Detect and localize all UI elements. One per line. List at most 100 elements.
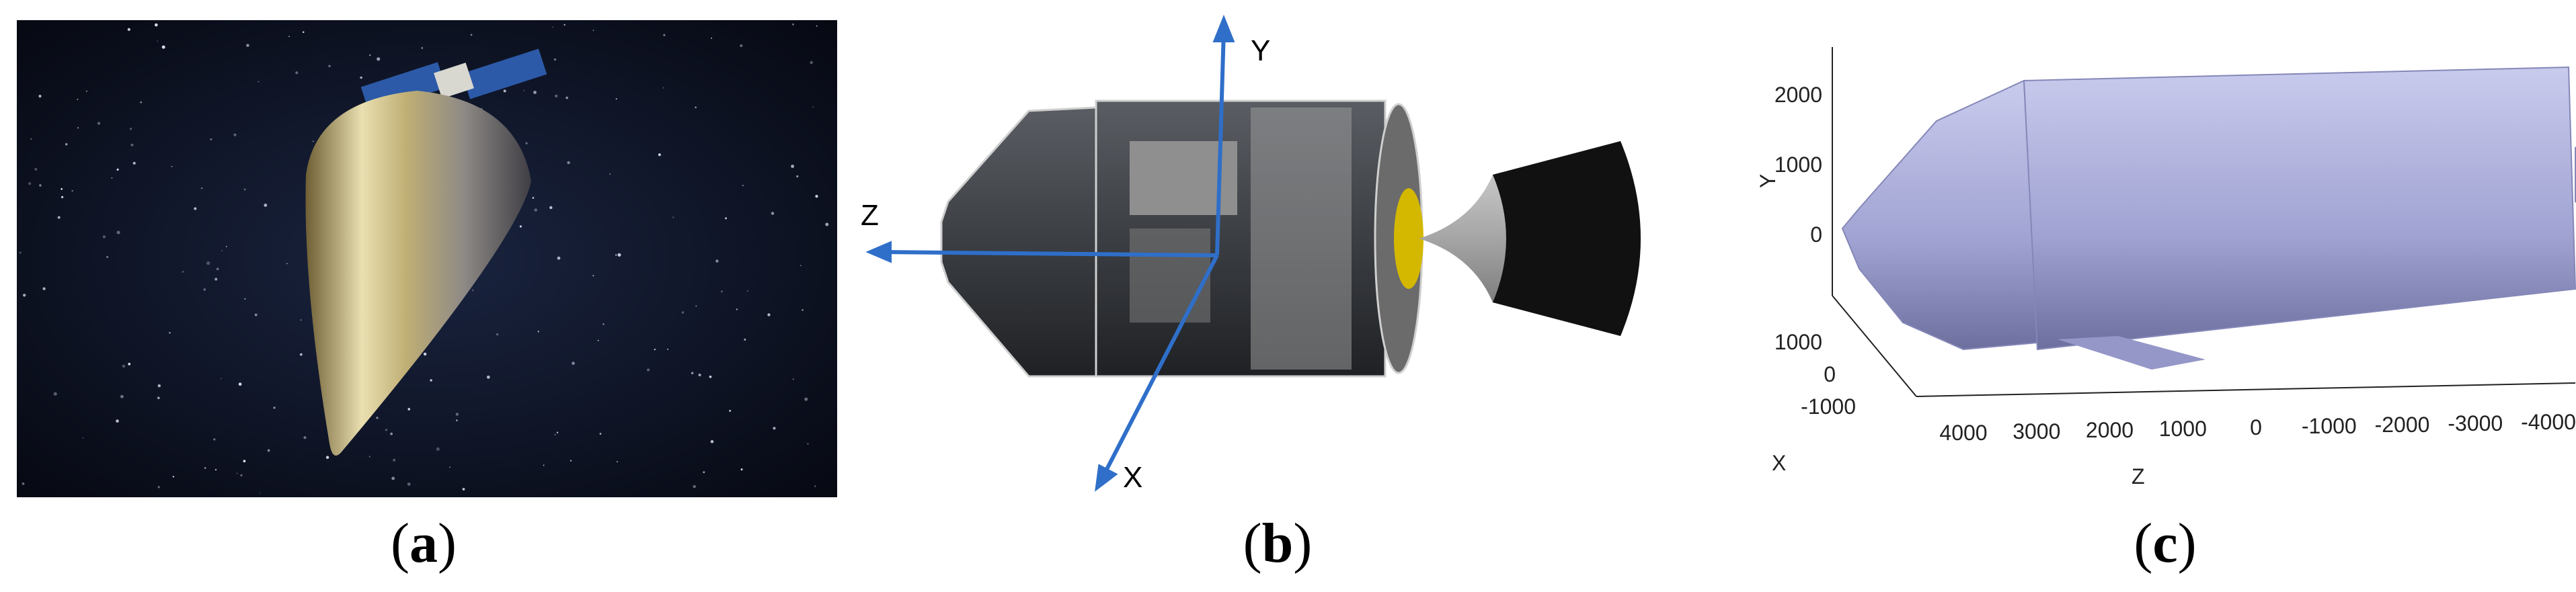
star bbox=[325, 456, 329, 459]
star bbox=[681, 311, 685, 314]
star bbox=[273, 407, 276, 409]
star bbox=[57, 216, 61, 219]
star bbox=[456, 419, 458, 421]
star bbox=[807, 443, 809, 445]
z-tick-label: 4000 bbox=[1939, 421, 1987, 445]
caption-b: (b) bbox=[1243, 512, 1313, 575]
star bbox=[537, 331, 539, 333]
star bbox=[22, 482, 25, 485]
z-axis-label: Z bbox=[2132, 464, 2145, 489]
star bbox=[77, 127, 79, 129]
star bbox=[97, 122, 101, 125]
y-tick-label: 1000 bbox=[1774, 153, 1822, 177]
star bbox=[328, 65, 331, 68]
star bbox=[565, 96, 568, 99]
panel-a: (a) bbox=[0, 0, 847, 592]
star bbox=[130, 143, 134, 146]
star bbox=[503, 89, 506, 93]
y-tick-label: 2000 bbox=[1774, 83, 1822, 107]
star bbox=[102, 235, 106, 239]
star bbox=[615, 254, 617, 256]
star bbox=[259, 493, 261, 494]
star bbox=[61, 196, 64, 198]
star bbox=[816, 25, 818, 27]
star bbox=[567, 161, 570, 165]
star bbox=[360, 76, 362, 79]
star bbox=[182, 271, 184, 273]
star bbox=[721, 290, 723, 293]
star bbox=[116, 230, 120, 235]
star bbox=[233, 133, 237, 136]
star bbox=[617, 461, 618, 463]
caption-c: (c) bbox=[2134, 512, 2197, 575]
star bbox=[23, 294, 26, 297]
star bbox=[203, 288, 206, 291]
star bbox=[116, 419, 119, 423]
star bbox=[194, 207, 197, 210]
star bbox=[525, 142, 528, 144]
star bbox=[300, 353, 303, 356]
star bbox=[225, 245, 227, 247]
star bbox=[407, 482, 411, 486]
nozzle-interior bbox=[1493, 141, 1641, 336]
star bbox=[206, 261, 210, 265]
star bbox=[106, 255, 109, 259]
z-tick-label: 3000 bbox=[2013, 419, 2060, 443]
star bbox=[288, 36, 290, 38]
star bbox=[122, 364, 126, 368]
star bbox=[725, 217, 728, 220]
star bbox=[709, 375, 712, 378]
star bbox=[53, 392, 57, 396]
star bbox=[597, 339, 599, 341]
star bbox=[804, 397, 808, 401]
star bbox=[740, 468, 743, 471]
star bbox=[161, 45, 165, 49]
star bbox=[210, 138, 212, 140]
star bbox=[157, 40, 159, 42]
probe-heatshield-cone bbox=[305, 91, 531, 456]
star bbox=[557, 256, 561, 260]
star bbox=[286, 263, 288, 265]
star bbox=[312, 140, 315, 142]
star bbox=[214, 278, 218, 281]
z-tick-label: 1000 bbox=[2159, 417, 2207, 441]
z-tick-label: -4000 bbox=[2521, 410, 2576, 434]
star bbox=[740, 44, 743, 47]
panel-b: Y Z X (b) bbox=[847, 0, 1742, 592]
star bbox=[391, 476, 395, 480]
star bbox=[602, 323, 604, 325]
x-tick-label: -1000 bbox=[1801, 394, 1856, 419]
star bbox=[599, 433, 602, 435]
star bbox=[111, 177, 113, 179]
star bbox=[462, 488, 465, 491]
command-module-capsule bbox=[940, 106, 1104, 378]
star bbox=[609, 173, 611, 175]
star bbox=[421, 47, 424, 49]
star bbox=[71, 189, 73, 192]
star bbox=[240, 474, 243, 477]
star bbox=[711, 37, 712, 39]
star bbox=[220, 378, 222, 380]
star bbox=[715, 259, 719, 263]
star bbox=[667, 348, 669, 350]
star bbox=[455, 413, 459, 416]
star bbox=[430, 379, 432, 382]
star bbox=[28, 182, 32, 185]
star bbox=[533, 91, 537, 94]
star bbox=[553, 58, 557, 61]
star bbox=[693, 484, 696, 489]
star bbox=[61, 187, 63, 190]
star bbox=[658, 153, 661, 157]
star bbox=[214, 468, 217, 471]
star bbox=[238, 382, 242, 386]
axis-label-z: Z bbox=[861, 199, 879, 232]
spacecraft-mesh-nose bbox=[1841, 79, 2039, 351]
star bbox=[172, 476, 175, 478]
star bbox=[523, 90, 525, 91]
star bbox=[155, 23, 158, 27]
star bbox=[38, 95, 42, 98]
x-tick-label: 1000 bbox=[1774, 330, 1822, 354]
star bbox=[200, 187, 203, 189]
star bbox=[42, 287, 46, 290]
star bbox=[792, 23, 794, 26]
